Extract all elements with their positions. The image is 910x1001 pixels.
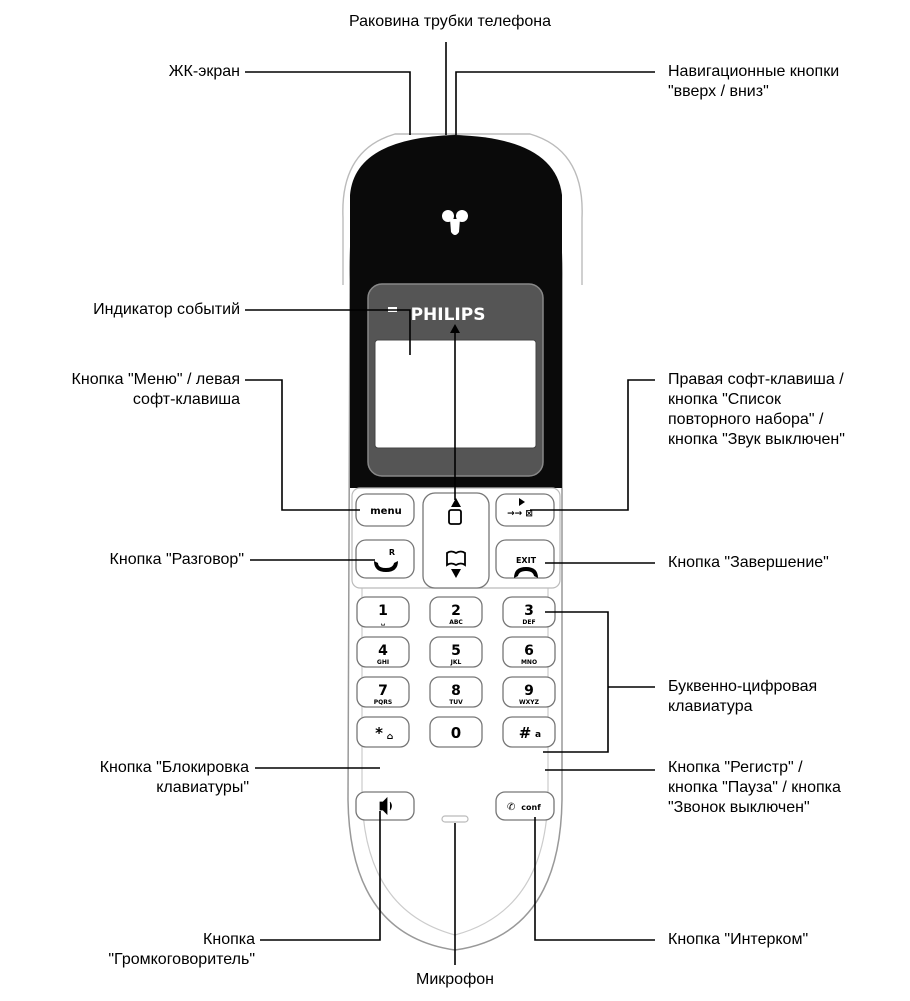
key-digit: 1 [378,603,388,619]
label-speaker: Кнопка "Громкоговоритель" [108,931,255,968]
label-keypad: Буквенно-цифровая клавиатура [668,678,818,715]
brand-logo: PHILIPS [411,305,486,325]
case-icon: a [535,730,541,740]
key-letters: PQRS [374,699,392,706]
talk-icon [374,561,398,572]
lock-icon: ⌂ [387,732,394,742]
key-letters: WXYZ [519,699,540,706]
speaker-icon [379,797,392,815]
menu-button-label: menu [370,506,401,517]
label-microphone: Микрофон [416,971,494,988]
end-exit-label: EXIT [516,556,537,565]
key-digit: 0 [451,724,461,742]
label-talk-key: Кнопка "Разговор" [109,551,244,568]
talk-r-label: R [389,548,395,557]
end-icon [514,567,538,578]
key-digit: 6 [524,643,534,659]
label-earpiece: Раковина трубки телефона [348,13,552,30]
key-letters: ␣ [381,619,385,626]
end-button[interactable] [495,539,555,579]
redial-mute-icon: →→ ⊠ [507,509,533,519]
key-digit: 7 [378,683,388,699]
phonebook-icon [446,550,466,567]
key-letters: GHI [377,659,389,666]
key-digit: # [519,724,532,742]
key-digit: 8 [451,683,461,699]
label-end-key: Кнопка "Завершение" [668,554,829,571]
leader-lines [245,42,655,965]
label-menu-key: Кнопка "Меню" / левая софт-клавиша [71,371,240,408]
key-digit: 5 [451,643,461,659]
key-letters: TUV [449,699,463,706]
redial-arrow-icon [519,498,525,506]
label-intercom: Кнопка "Интерком" [668,931,809,948]
label-lcd: ЖК-экран [168,63,240,80]
nav-key[interactable] [422,492,490,589]
key-digit: 2 [451,603,461,619]
key-digit: * [375,724,383,742]
key-hash[interactable]: #a [502,716,556,748]
earpiece-logo [442,210,468,235]
intercom-conf-label: conf [521,803,541,812]
key-digit: 3 [524,603,534,619]
label-nav-buttons: Навигационные кнопки "вверх / вниз" [668,63,840,100]
keypad: 1␣2ABC3DEF4GHI5JKL6MNO7PQRS8TUV9WXYZ*⌂0#… [356,596,556,748]
intercom-button[interactable] [495,791,555,821]
label-right-softkey: Правая софт-клавиша / кнопка "Список пов… [668,371,845,448]
microphone-slot [441,815,469,823]
nav-up-icon [451,498,461,507]
intercom-icon: ✆ [507,802,515,813]
key-1[interactable]: 1␣ [356,596,410,628]
key-star[interactable]: *⌂ [356,716,410,748]
key-letters: DEF [522,619,535,626]
key-digit: 9 [524,683,534,699]
label-event-indicator: Индикатор событий [93,301,240,318]
talk-button[interactable] [355,539,415,579]
key-letters: ABC [449,619,463,626]
label-hash-key: Кнопка "Регистр" / кнопка "Пауза" / кноп… [668,759,841,816]
key-digit: 4 [378,643,388,659]
nav-down-icon [451,569,461,578]
redial-list-icon [448,509,462,525]
key-letters: MNO [521,659,537,666]
label-keylock: Кнопка "Блокировка клавиатуры" [99,759,249,796]
cradle-outline [342,133,583,219]
key-0[interactable]: 0 [429,716,483,748]
key-letters: JKL [450,659,462,666]
